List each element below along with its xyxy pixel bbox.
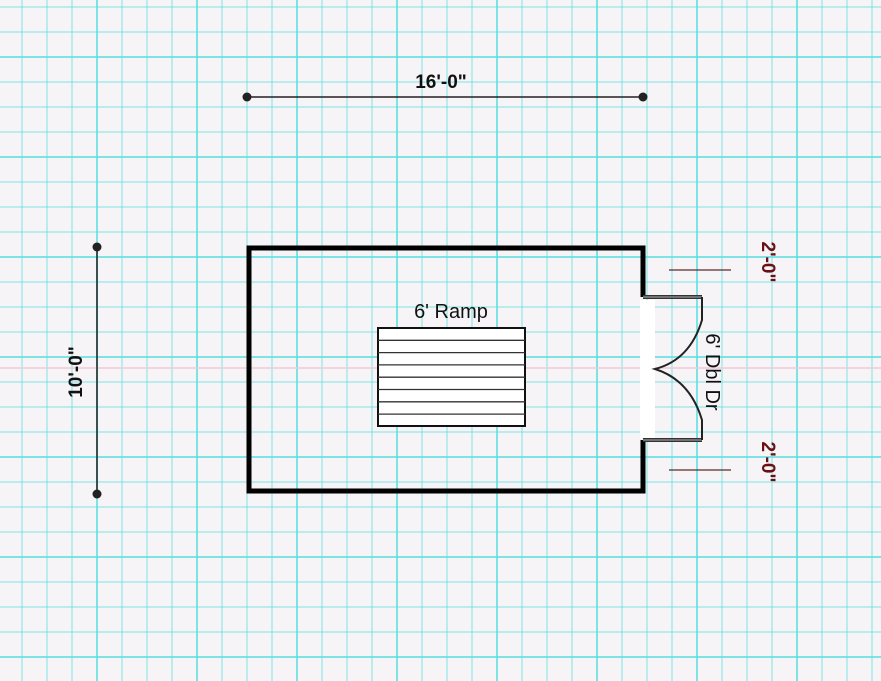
- width-dimension: 16'-0": [242, 72, 648, 102]
- door-offset-bottom-label: 2'-0": [757, 442, 778, 483]
- ramp-label: 6' Ramp: [414, 301, 488, 323]
- ramp: 6' Ramp: [377, 301, 526, 427]
- height-dimension-label: 10'-0": [66, 346, 87, 398]
- door-offset-top-label: 2'-0": [757, 242, 778, 283]
- double-door: 6' Dbl Dr: [640, 295, 723, 442]
- height-dimension: 10'-0": [66, 242, 102, 499]
- room-walls: [246, 245, 646, 494]
- door-label: 6' Dbl Dr: [701, 333, 723, 411]
- width-dimension-label: 16'-0": [415, 72, 467, 93]
